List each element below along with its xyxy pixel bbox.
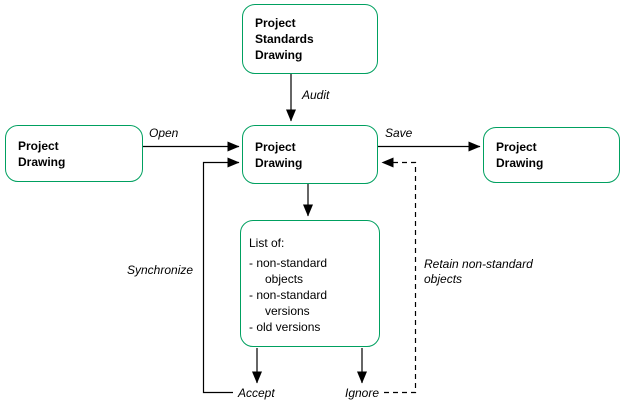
- edge-label-synchronize: Synchronize: [127, 263, 194, 277]
- node-label-line: Project: [255, 139, 296, 154]
- edge-retain-dashed-arrow: [381, 157, 417, 394]
- node-project-standards-drawing: Project Standards Drawing: [242, 4, 378, 74]
- node-label: List of: - non-standard objects - non-st…: [241, 221, 329, 335]
- list-item: - non-standard: [249, 288, 328, 302]
- node-label: Project Drawing: [484, 139, 543, 171]
- list-item-continuation: versions: [265, 304, 310, 318]
- node-label: Project Standards Drawing: [243, 15, 314, 63]
- node-label: Project Drawing: [6, 138, 65, 170]
- list-title: List of:: [249, 236, 285, 250]
- node-label-line: Project: [496, 140, 537, 154]
- node-label-line: Project: [255, 16, 296, 30]
- node-label-line: Standards: [255, 32, 314, 46]
- node-label-line: Drawing: [496, 156, 544, 170]
- node-label-line: Drawing: [255, 48, 303, 62]
- edge-synchronize-feedback-arrow: [202, 157, 240, 394]
- edge-label-retain-nonstandard-objects: Retain non-standard objects: [424, 257, 554, 287]
- edge-label-accept: Accept: [238, 386, 275, 400]
- list-item: - non-standard: [249, 256, 328, 270]
- list-item: - old versions: [249, 320, 321, 334]
- edge-label-open: Open: [149, 126, 179, 140]
- edge-label-line: Retain non-standard: [424, 257, 533, 271]
- edge-label-line: objects: [424, 272, 463, 286]
- edge-label-save: Save: [385, 126, 413, 140]
- edge-label-ignore: Ignore: [345, 386, 380, 400]
- edge-label-audit: Audit: [302, 88, 330, 102]
- node-project-drawing-working: Project Drawing: [242, 125, 378, 184]
- node-label-line: Drawing: [18, 154, 66, 169]
- node-label-line: Drawing: [255, 155, 303, 170]
- node-label: Project Drawing: [243, 139, 302, 171]
- node-label-line: Project: [18, 138, 59, 153]
- node-nonstandard-list: List of: - non-standard objects - non-st…: [240, 220, 380, 347]
- node-project-drawing-source: Project Drawing: [5, 125, 143, 182]
- list-item-continuation: objects: [265, 272, 304, 286]
- node-project-drawing-saved: Project Drawing: [483, 127, 620, 183]
